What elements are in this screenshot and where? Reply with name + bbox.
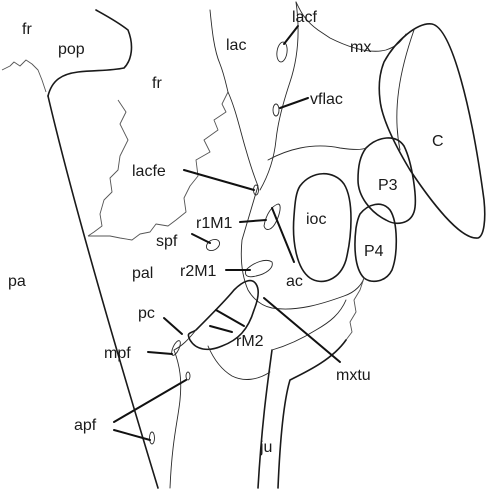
label-lacfe: lacfe	[132, 163, 166, 180]
label-apf: apf	[74, 417, 97, 434]
pterygoid-outline	[170, 330, 196, 488]
label-fr-top: fr	[22, 21, 32, 38]
maxilla-ventral-line	[268, 146, 366, 160]
accessory-palatine-foramen-2	[150, 432, 155, 444]
sphenopalatine-foramen	[204, 237, 221, 253]
maxilla-cheek-outline	[241, 186, 364, 309]
lacrimal-border	[260, 2, 298, 190]
label-c: C	[432, 133, 444, 150]
label-p4: P4	[364, 243, 384, 260]
label-lac: lac	[226, 37, 246, 54]
leader-lacf	[284, 26, 298, 44]
palatine-ridge	[208, 346, 270, 379]
mxtu-lower-border	[272, 300, 346, 350]
label-mxtu: mxtu	[336, 367, 371, 384]
leader-mpf	[148, 352, 172, 354]
label-pc: pc	[138, 305, 155, 322]
palatine-outer-outline	[48, 96, 158, 488]
label-ju: ju	[259, 439, 272, 456]
frontal-suture-left	[2, 60, 46, 92]
label-fr-mid: fr	[152, 75, 162, 92]
label-lacf: lacf	[292, 9, 317, 26]
leader-ac	[272, 208, 294, 262]
label-p3: P3	[378, 177, 398, 194]
accessory-palatine-foramen-1	[186, 372, 190, 380]
label-r2m1: r2M1	[180, 263, 217, 280]
label-pa: pa	[8, 273, 26, 290]
label-ac: ac	[286, 273, 303, 290]
canine-inner-line	[397, 30, 414, 150]
label-spf: spf	[156, 233, 178, 250]
label-mpf: mpf	[104, 345, 131, 362]
label-mx: mx	[350, 39, 371, 56]
mxtu-suture	[346, 278, 364, 340]
lacrimal-foramen	[276, 41, 289, 62]
jugal-outline	[258, 340, 346, 488]
leader-spf	[192, 234, 210, 243]
label-ioc: ioc	[306, 211, 326, 228]
r2m1-root	[245, 260, 272, 276]
leader-rm2-a	[216, 310, 244, 326]
ventral-lacrimal-foramen	[273, 104, 279, 116]
leader-r1m1	[240, 220, 266, 222]
label-rm2: rM2	[236, 333, 264, 350]
leader-apf-1	[114, 380, 186, 422]
label-pal: pal	[132, 265, 153, 282]
leader-apf-2	[114, 430, 150, 440]
leader-pc	[164, 318, 182, 334]
label-pop: pop	[58, 41, 85, 58]
canine-outline	[379, 24, 485, 238]
leader-rm2-b	[210, 326, 232, 332]
label-r1m1: r1M1	[196, 215, 233, 232]
label-vflac: vflac	[310, 91, 343, 108]
